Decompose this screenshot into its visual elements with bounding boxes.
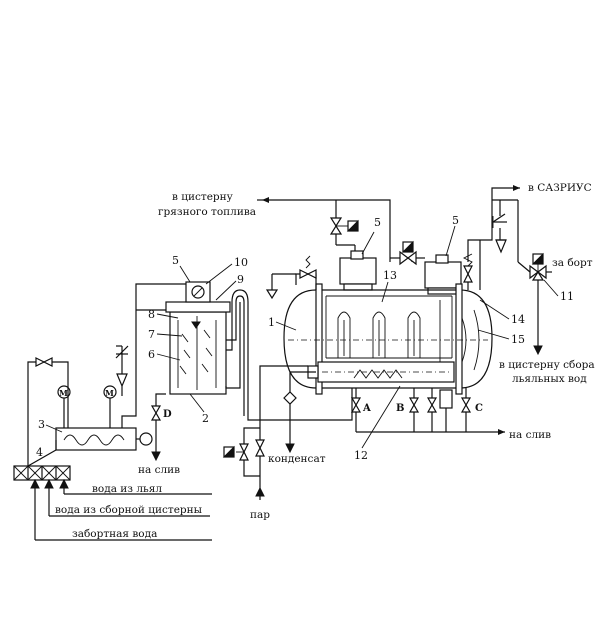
- callout-7: 7: [148, 328, 155, 341]
- label-water-from-collection-tank: вода из сборной цистерны: [55, 504, 202, 516]
- filter-outlet-valve-d: [150, 393, 166, 462]
- motor-valve-dirty-fuel: [329, 217, 359, 255]
- valve-letter-b: B: [396, 403, 404, 414]
- label-condensate: конденсат: [268, 453, 326, 465]
- inlet-valve-box-4: [13, 440, 71, 481]
- label-water-from-bilge: вода из льял: [92, 483, 162, 495]
- callout-15: 15: [511, 333, 525, 346]
- callout-14: 14: [511, 313, 525, 326]
- screw-pump-3: [55, 385, 153, 451]
- callout-9: 9: [237, 273, 244, 286]
- drain-valves: [350, 388, 505, 435]
- steam-and-condensate: [222, 365, 316, 500]
- label-sazrius: в САЗРИУС: [528, 182, 592, 194]
- callout-12: 12: [354, 449, 368, 462]
- valve-letter-c: C: [475, 403, 483, 414]
- callout-3: 3: [38, 418, 45, 431]
- three-way-valve-11: [517, 252, 552, 356]
- pump-to-filter-line: [115, 283, 186, 428]
- label-bilge-tank-1: в цистерну сбора: [499, 359, 595, 371]
- control-block-5-left: [339, 231, 377, 291]
- label-drain-right: на слив: [509, 429, 551, 441]
- gauge-m-1: M: [59, 388, 68, 398]
- control-block-5-right: [390, 225, 462, 295]
- label-steam: пар: [250, 509, 270, 521]
- callout-2: 2: [202, 412, 209, 425]
- right-relief-valve: [462, 240, 481, 290]
- label-bilge-tank-2: льяльных вод: [512, 373, 587, 385]
- label-overboard: за борт: [552, 257, 593, 269]
- label-dirty-fuel-tank-1: в цистерну: [172, 191, 234, 203]
- label-dirty-fuel-tank-2: грязного топлива: [158, 206, 256, 218]
- inlet-lines: [30, 478, 212, 541]
- bypass-valve-left: [27, 357, 69, 466]
- callout-13: 13: [383, 269, 397, 282]
- callout-6: 6: [148, 348, 155, 361]
- callout-10: 10: [234, 256, 248, 269]
- top-piping: [257, 185, 520, 262]
- label-sea-water: забортная вода: [72, 528, 157, 540]
- callout-4: 4: [36, 446, 43, 459]
- callout-5-right: 5: [452, 214, 459, 227]
- right-funnel-branch: [492, 200, 507, 254]
- vertical-coalescer-filter: [165, 281, 231, 395]
- callout-1: 1: [268, 316, 275, 329]
- left-safety-valve: [265, 255, 317, 300]
- callout-11: 11: [560, 290, 574, 303]
- callout-5-vertical: 5: [172, 254, 179, 267]
- horizontal-separator-vessel: [283, 283, 493, 395]
- callout-8: 8: [148, 308, 155, 321]
- valve-letter-d: D: [163, 409, 172, 420]
- valve-letter-a: A: [362, 403, 371, 414]
- gauge-m-2: M: [105, 388, 114, 398]
- label-drain-left: на слив: [138, 464, 180, 476]
- connecting-u-pipe: [225, 289, 353, 421]
- callout-5-left: 5: [374, 216, 381, 229]
